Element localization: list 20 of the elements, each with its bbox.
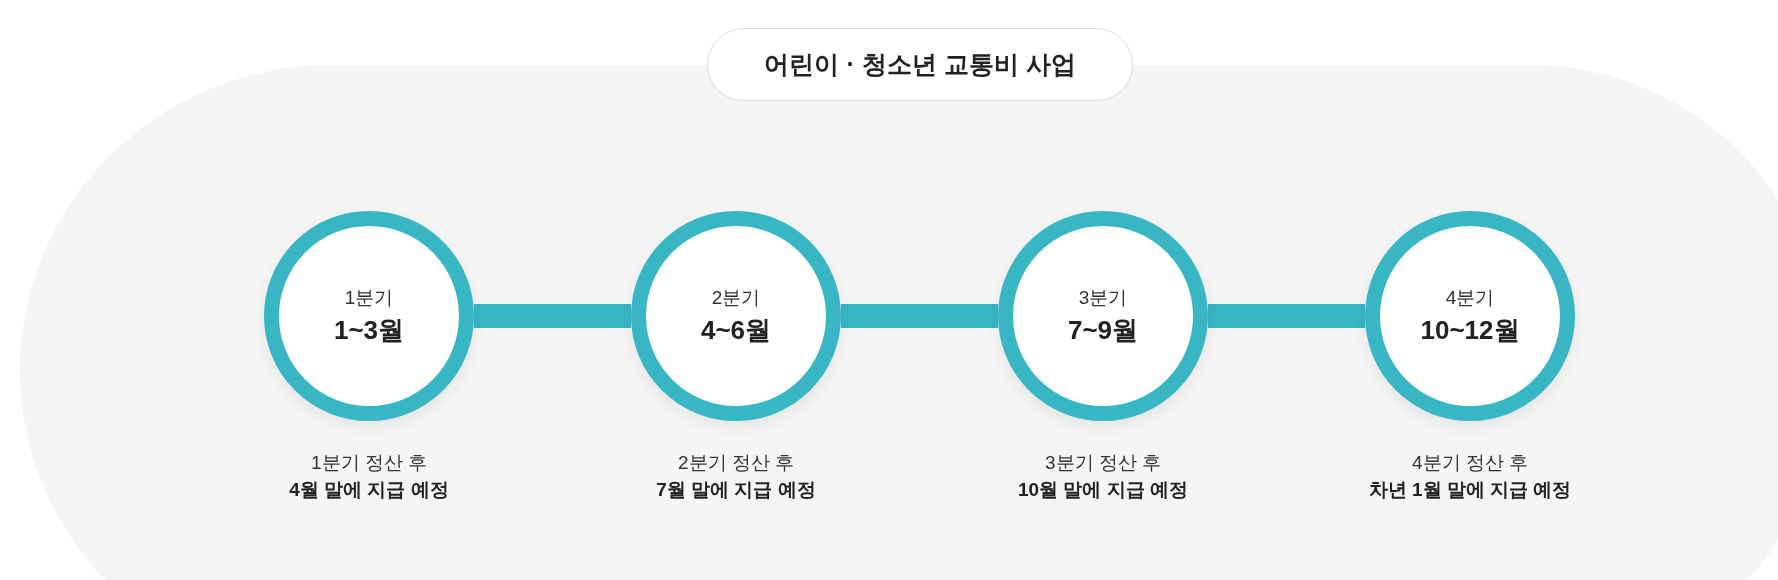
payment-note: 10월 말에 지급 예정: [1018, 478, 1188, 502]
month-range: 10~12월: [1420, 314, 1520, 346]
month-range: 4~6월: [700, 314, 772, 346]
quarter-label: 2분기: [711, 286, 761, 310]
month-range: 1~3월: [333, 314, 405, 346]
connector-bar: [1208, 304, 1365, 328]
settlement-note: 2분기 정산 후: [677, 451, 795, 475]
quarter-label: 1분기: [344, 286, 394, 310]
payment-note: 4월 말에 지급 예정: [289, 478, 449, 502]
quarter-label: 3분기: [1078, 286, 1128, 310]
month-range: 7~9월: [1067, 314, 1139, 346]
title-pill: 어린이 · 청소년 교통비 사업: [707, 28, 1133, 101]
quarter-label: 4분기: [1445, 286, 1495, 310]
connector-bar: [841, 304, 998, 328]
payment-note: 차년 1월 말에 지급 예정: [1368, 478, 1572, 502]
settlement-note: 4분기 정산 후: [1411, 451, 1529, 475]
settlement-note: 1분기 정산 후: [310, 451, 428, 475]
settlement-note: 3분기 정산 후: [1044, 451, 1162, 475]
connector-bar: [474, 304, 631, 328]
payment-note: 7월 말에 지급 예정: [656, 478, 816, 502]
